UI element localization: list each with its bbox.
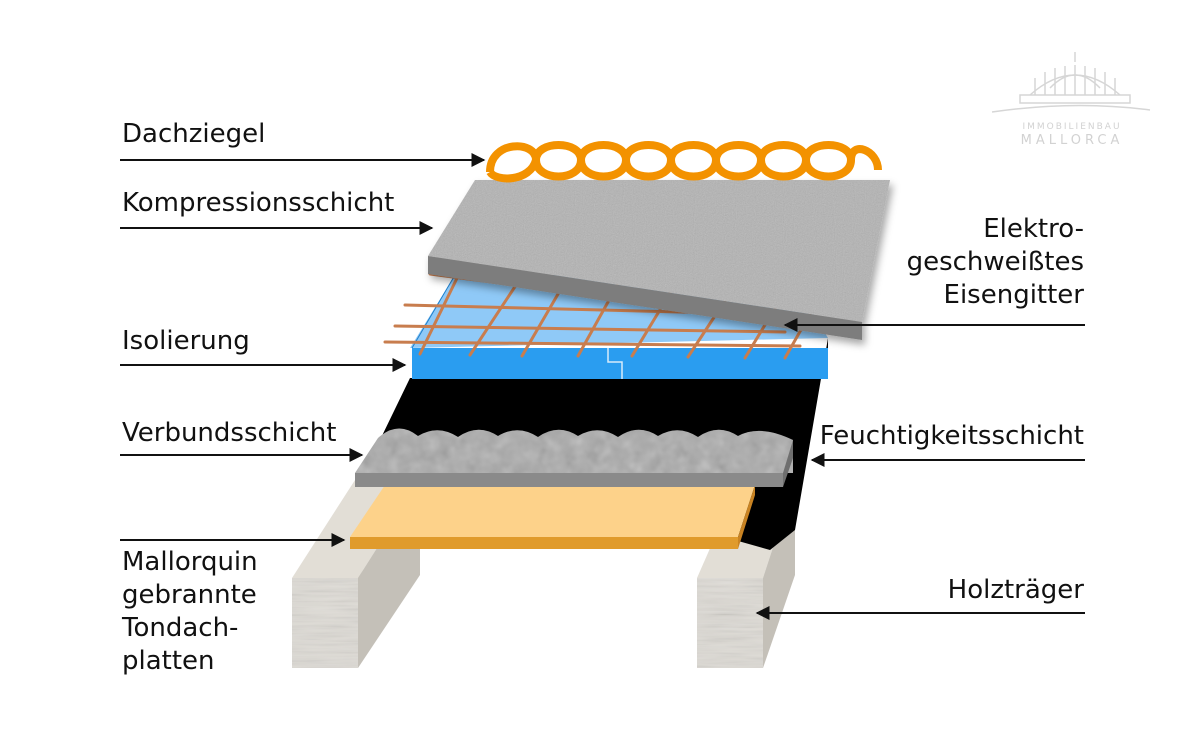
label-eisengitter: Elektro- geschweißtes Eisengitter [906,214,1084,310]
logo-line-2: MALLORCA [1020,133,1124,148]
label-holztraeger: Holzträger [947,575,1084,605]
leader-lines [120,153,1085,620]
label-mallorquin: Mallorquin gebrannte Tondach- platten [122,547,258,676]
roof-tile-wave-under [486,158,855,183]
company-logo-text: IMMOBILIENBAU MALLORCA [992,122,1152,148]
label-feuchtigkeitsschicht: Feuchtigkeitsschicht [819,421,1084,451]
logo-line-1: IMMOBILIENBAU [1022,122,1122,132]
bond-layer [355,428,793,487]
clay-tile-layer [350,485,755,549]
roof-tile-wave [486,141,882,173]
label-verbundsschicht: Verbundsschicht [122,418,337,448]
label-isolierung: Isolierung [122,326,250,356]
label-dachziegel: Dachziegel [122,119,266,149]
label-kompressionsschicht: Kompressionsschicht [122,188,395,218]
compression-layer [428,180,890,340]
building-logo-icon [991,52,1151,113]
wooden-beams [292,480,795,668]
